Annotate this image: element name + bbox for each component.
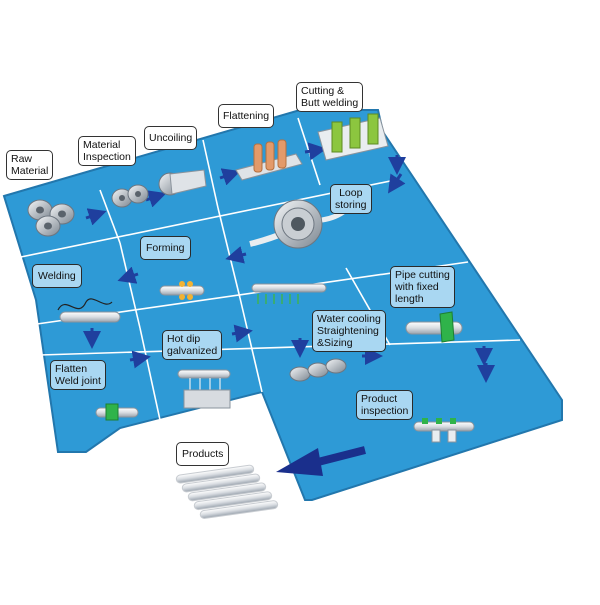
label-water-cooling: Water cooling Straightening &Sizing (312, 310, 386, 352)
label-flattening: Flattening (218, 104, 275, 128)
label-cutting-butt-welding: Cutting & Butt welding (296, 82, 364, 112)
pipe-bundle-icon (175, 464, 279, 519)
arrow-raw-to-inspection (85, 208, 107, 226)
straightening-rollers-icon (289, 358, 347, 382)
inspected-coils-icon (111, 184, 149, 208)
arrow-galvanized-to-cooling (231, 324, 253, 343)
label-uncoiling: Uncoiling (144, 126, 198, 150)
arrow-forming-to-welding (117, 266, 139, 284)
label-raw-material: Raw Material (6, 150, 54, 180)
galvanizing-bath-icon (177, 369, 231, 409)
forming-rolls-icon (159, 281, 205, 300)
arrow-flatten-to-galvanized (129, 350, 151, 369)
arrow-cutting-to-loop (388, 173, 406, 194)
label-material-inspection: Material Inspection (78, 136, 136, 166)
welding-torch-icon (57, 298, 121, 323)
label-forming: Forming (140, 236, 191, 260)
arrow-uncoiling-to-flattening (219, 168, 241, 186)
board-surface (2, 109, 563, 501)
label-products: Products (176, 442, 230, 466)
flow-arrows (83, 142, 495, 383)
butt-welding-machine-icon (317, 113, 389, 161)
steel-coils-icon (27, 199, 75, 237)
products-arrow (276, 446, 366, 476)
arrow-loop-to-forming (225, 246, 247, 264)
pipe-cutter-icon (405, 311, 463, 343)
weld-joint-scraper-icon (95, 403, 139, 421)
label-flatten-weld-joint: Flatten Weld joint (50, 360, 106, 390)
label-loop-storing: Loop storing (330, 184, 372, 214)
label-welding: Welding (32, 264, 82, 288)
water-cooling-rolls-icon (251, 283, 327, 304)
loop-accumulator-icon (249, 199, 348, 249)
uncoiling-strip-icon (158, 169, 207, 196)
flattening-rollers-icon (235, 139, 303, 181)
arrow-flattening-to-cutting (304, 142, 327, 161)
arrow-inspection-to-uncoiling (145, 190, 167, 208)
inspection-gauge-icon (413, 418, 475, 443)
label-hot-dip-galvanized: Hot dip galvanized (162, 330, 223, 360)
label-pipe-cutting: Pipe cutting with fixed length (390, 266, 455, 308)
label-product-inspection: Product inspection (356, 390, 414, 420)
